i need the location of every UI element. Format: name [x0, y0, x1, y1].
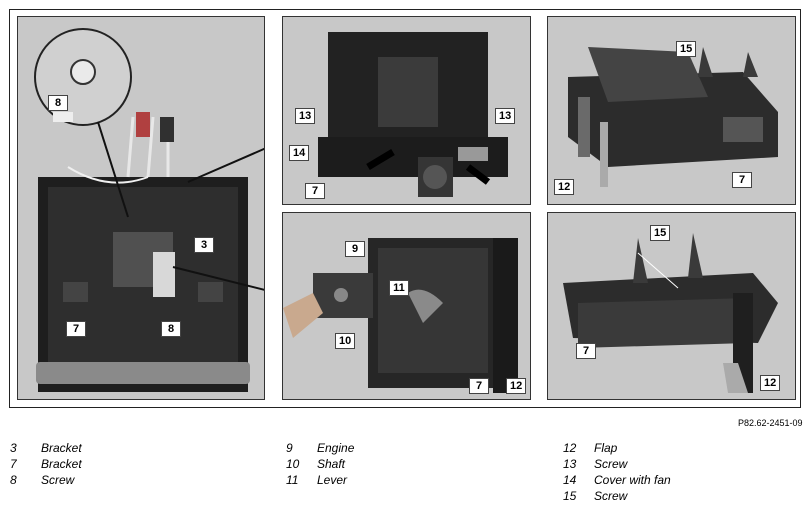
legend-number: 3 — [10, 441, 17, 455]
callout-p5-a: 15 — [650, 225, 671, 241]
legend-number: 10 — [286, 457, 300, 471]
legend-text: Screw — [594, 489, 628, 503]
flap-unit-illustration-a — [568, 47, 778, 187]
callout-p3-a: 15 — [676, 41, 697, 57]
callout-p1-b: 3 — [194, 237, 214, 253]
figure-reference: P82.62-2451-09 — [738, 418, 803, 428]
legend-number: 12 — [563, 441, 577, 455]
callout-p4-b: 11 — [389, 280, 409, 296]
legend-text: Bracket — [41, 457, 82, 471]
callout-p4-c: 10 — [335, 333, 356, 349]
legend-text: Bracket — [41, 441, 82, 455]
legend-text: Shaft — [317, 457, 346, 471]
callout-p5-c: 12 — [760, 375, 781, 391]
legend-text: Lever — [317, 473, 348, 487]
photo-panel-top-right: 15 12 7 — [547, 16, 796, 205]
legend-number: 8 — [10, 473, 17, 487]
callout-p4-d: 7 — [469, 378, 489, 394]
legend-text: Screw — [594, 457, 628, 471]
callout-p3-b: 12 — [554, 179, 575, 195]
callout-p5-b: 7 — [576, 343, 596, 359]
photo-panel-main: 8 3 8 7 — [17, 16, 265, 400]
legend-text: Flap — [594, 441, 618, 455]
legend-text: Cover with fan — [594, 473, 671, 487]
legend-number: 15 — [563, 489, 577, 503]
photo-panel-bottom-middle: 9 11 10 7 12 — [282, 212, 531, 400]
callout-p2-a: 13 — [295, 108, 316, 124]
callout-p2-b: 13 — [495, 108, 516, 124]
callout-p4-a: 9 — [345, 241, 365, 257]
legend-text: Screw — [41, 473, 75, 487]
callout-p2-c: 14 — [289, 145, 310, 161]
photo-panel-top-middle: 13 13 14 7 — [282, 16, 531, 205]
callout-p1-a: 8 — [48, 95, 68, 111]
engine-removal-illustration — [283, 238, 518, 393]
callout-p3-c: 7 — [732, 172, 752, 188]
callout-p4-e: 12 — [506, 378, 527, 394]
legend-number: 13 — [563, 457, 577, 471]
legend-number: 9 — [286, 441, 293, 455]
legend-number: 14 — [563, 473, 577, 487]
legend-text: Engine — [317, 441, 355, 455]
legend-number: 11 — [286, 473, 299, 487]
legend-number: 7 — [10, 457, 17, 471]
callout-p1-c: 8 — [161, 321, 181, 337]
main-unit-illustration — [34, 28, 264, 392]
flap-unit-illustration-b — [563, 233, 778, 393]
photo-panel-bottom-right: 15 7 12 — [547, 212, 796, 400]
callout-p1-d: 7 — [66, 321, 86, 337]
cover-fan-illustration — [318, 32, 508, 197]
callout-p2-d: 7 — [305, 183, 325, 199]
